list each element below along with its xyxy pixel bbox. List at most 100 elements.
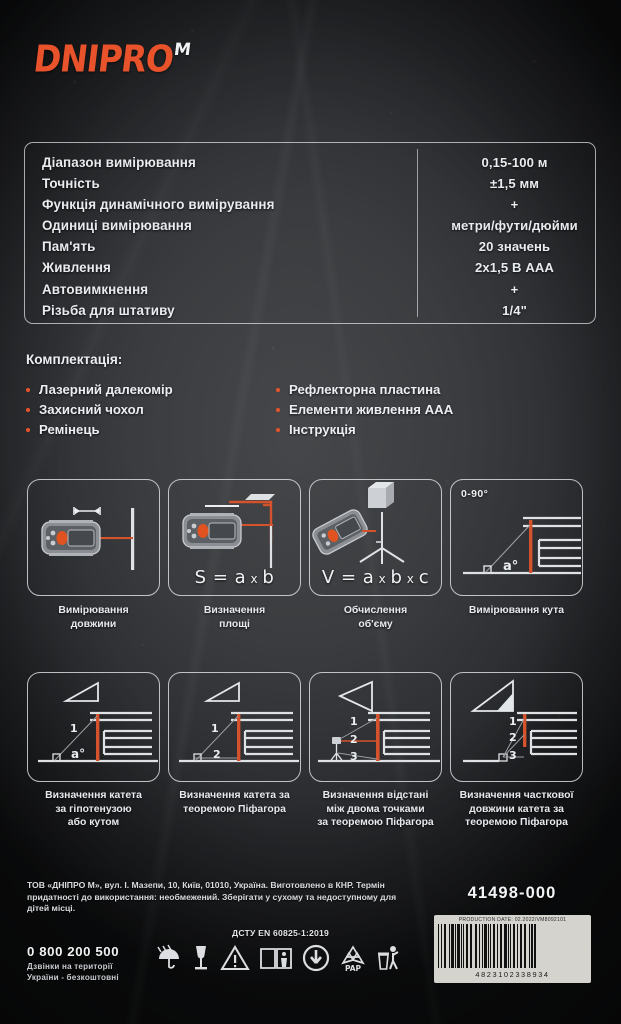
svg-text:1: 1 <box>211 722 219 735</box>
bullet-dot-icon <box>276 387 280 392</box>
kit-item-label: Лазерний далекомір <box>39 382 173 397</box>
area-measure-icon: S = a x b <box>168 479 301 596</box>
kit-item: Лазерний далекомір <box>26 382 276 397</box>
barcode-bar <box>517 924 518 968</box>
standard-label: ДСТУ EN 60825-1:2019 <box>232 928 329 938</box>
kit-item-label: Ремінець <box>39 422 100 437</box>
kit-item: Рефлекторна пластина <box>276 382 526 397</box>
barcode-bar <box>488 924 489 968</box>
brand-logo: DNIPRO M <box>31 37 192 81</box>
bullet-dot-icon <box>276 427 280 432</box>
spec-row-value: 2х1,5 В ААА <box>475 260 554 276</box>
spec-row-name: Точність <box>42 176 100 192</box>
kit-item-label: Захисний чохол <box>39 402 144 417</box>
svg-text:2: 2 <box>350 733 358 746</box>
barcode-bar <box>451 924 454 968</box>
barcode-bar <box>530 924 531 968</box>
barcode-bar <box>489 924 490 968</box>
feature-caption: Вимірювання кута <box>468 605 565 616</box>
svg-text:3: 3 <box>509 749 517 762</box>
barcode-bar <box>449 924 450 968</box>
green-dot-icon <box>302 944 330 977</box>
spec-row-name: Одиниці вимірювання <box>42 218 192 234</box>
barcode-bar <box>529 924 530 968</box>
svg-text:PAP: PAP <box>345 964 362 972</box>
barcode-bar <box>518 924 520 968</box>
barcode-bar <box>531 924 533 968</box>
barcode-bar <box>500 924 502 968</box>
barcode-bars <box>438 924 587 968</box>
barcode-bar <box>442 924 444 968</box>
barcode-bar <box>470 924 472 968</box>
barcode-bar <box>438 924 439 968</box>
spec-row-value: 1/4" <box>502 302 527 318</box>
pictogram-row: PAP <box>156 944 402 977</box>
barcode-bar <box>522 924 524 968</box>
spec-row-name: Автовимкнення <box>42 281 149 297</box>
barcode-bar <box>483 924 484 968</box>
bullet-dot-icon <box>26 387 30 392</box>
barcode-bar <box>508 924 509 968</box>
barcode-bar <box>455 924 456 968</box>
bullet-dot-icon <box>26 407 30 412</box>
barcode-bar <box>504 924 507 968</box>
fragile-glass-icon <box>191 944 211 977</box>
bullet-dot-icon <box>26 427 30 432</box>
article-number: 41498-000 <box>467 884 557 902</box>
dispose-in-bin-icon <box>376 944 402 977</box>
barcode-bar <box>439 924 441 968</box>
spec-row-value: + <box>510 281 519 297</box>
barcode-bar <box>534 924 536 968</box>
barcode-bar <box>479 924 480 968</box>
barcode-bar <box>511 924 513 968</box>
barcode-bar <box>462 924 463 968</box>
kit-item-label: Елементи живлення ААА <box>289 402 454 417</box>
barcode-bar <box>502 924 504 968</box>
svg-text:3: 3 <box>350 750 358 763</box>
company-address: ТОВ «ДНІПРО М», вул. І. Мазепи, 10, Київ… <box>27 880 397 914</box>
barcode-label: PRODUCTION DATE: 02.2022/VM8092101 48231… <box>434 915 591 983</box>
barcode-bar <box>497 924 498 968</box>
two-point-distance-icon: 1 2 3 <box>309 672 442 782</box>
leg-by-hypotenuse-icon: 1 a° <box>27 672 160 782</box>
barcode-bar <box>524 924 526 968</box>
kit-item: Елементи живлення ААА <box>276 402 526 417</box>
barcode-bar <box>480 924 482 968</box>
barcode-bar <box>468 924 470 968</box>
spec-row-value: + <box>510 197 519 213</box>
barcode-bar <box>463 924 464 968</box>
svg-text:1: 1 <box>70 722 78 735</box>
barcode-bar <box>475 924 477 968</box>
pap-recycle-icon: PAP <box>339 944 367 977</box>
barcode-bar <box>487 924 488 968</box>
distance-measure-icon <box>27 479 160 596</box>
spec-row-name: Функція динамічного вимірування <box>42 197 275 213</box>
barcode-bar <box>490 924 491 968</box>
svg-text:a°: a° <box>503 559 518 574</box>
barcode-bar <box>446 924 449 968</box>
volume-measure-icon: V = a x b x c <box>309 479 442 596</box>
barcode-bar <box>495 924 497 968</box>
leg-by-pythagoras-icon: 1 2 <box>168 672 301 782</box>
spec-row-name: Різьба для штативу <box>42 302 175 318</box>
barcode-bar <box>450 924 451 968</box>
svg-text:1: 1 <box>350 715 358 728</box>
spec-row-value: метри/фути/дюйми <box>451 218 578 234</box>
spec-row-value: ±1,5 мм <box>489 176 540 192</box>
kit-item: Ремінець <box>26 422 276 437</box>
phone-number: 0 800 200 500 <box>27 944 120 959</box>
